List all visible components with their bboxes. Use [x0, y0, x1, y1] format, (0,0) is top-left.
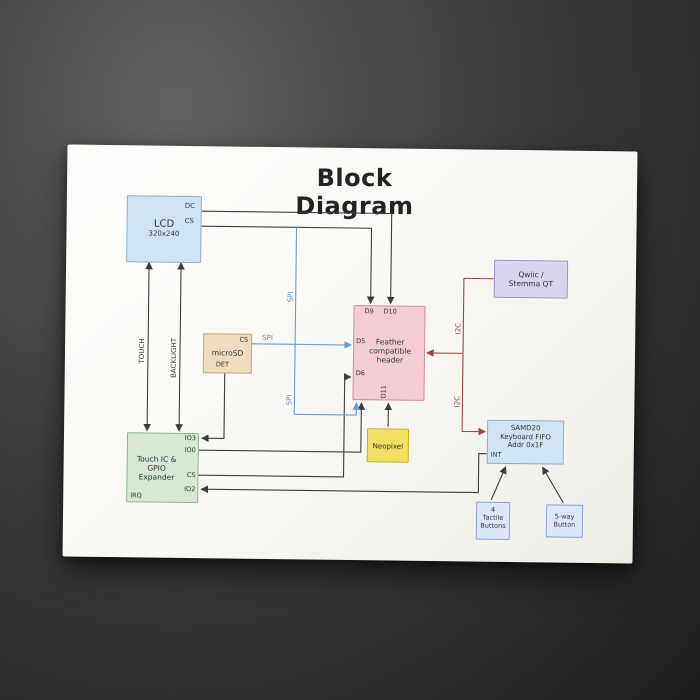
wire-lcd-cs-to-d9	[201, 225, 375, 305]
wire-label-backlight: BACKLIGHT	[169, 337, 179, 378]
wire-label-dc: DC	[184, 201, 196, 211]
wire-backlight-signal	[175, 261, 185, 432]
touch-label-line1: Touch IC &	[136, 454, 177, 464]
pin-d6: D6	[355, 369, 365, 378]
paper-sheet: Block Diagram	[62, 144, 638, 564]
tactile-label-line3: Buttons	[480, 521, 506, 530]
touch-gpio-box: IO3 IO0 CS IO2 IRQ Touch IC & GPIO Expan…	[126, 432, 200, 504]
wire-tactile-to-samd20	[490, 466, 507, 500]
pin-int: INT	[490, 450, 502, 459]
qwiic-stemma-box: Qwiic / Stemma QT	[493, 259, 569, 299]
neopixel-box: Neopixel	[366, 428, 410, 463]
pin-irq: IRQ	[130, 491, 142, 500]
pin-touch-cs: CS	[186, 471, 196, 480]
pin-io0: IO0	[184, 445, 196, 455]
fiveway-label-line2: Button	[553, 520, 576, 529]
neopixel-label: Neopixel	[372, 442, 404, 451]
wire-label-spi-sd: SPI	[262, 333, 273, 343]
wire-i2c-to-samd20	[461, 353, 487, 436]
samd20-keyboard-box: SAMD20 Keyboard FIFO Addr 0x1F INT	[486, 419, 565, 465]
wire-fiveway-to-samd20	[542, 466, 564, 503]
wire-lcd-dc-to-d10	[201, 210, 395, 305]
feather-label-line3: header	[376, 355, 404, 365]
lcd-resolution: 320x240	[148, 229, 180, 238]
pin-d11: D11	[379, 385, 388, 399]
five-way-button-box: 5-way Button	[545, 504, 584, 538]
wire-touch-signal	[143, 261, 153, 432]
samd20-label-line3: Addr 0x1F	[507, 440, 544, 450]
pin-d5: D5	[356, 337, 366, 346]
wire-label-spi-bus-lower: SPI	[285, 394, 294, 406]
pin-io3: IO3	[184, 433, 197, 443]
feather-header-box: D9 D10 D5 D6 D11 Feather compatible head…	[352, 305, 426, 401]
wires-layer	[143, 210, 564, 503]
wire-touch-cs-to-d6	[198, 373, 352, 478]
microsd-box: CS microSD DET	[202, 333, 253, 374]
wire-label-i2c-upper: I2C	[454, 322, 463, 335]
wire-i2c-to-feather	[426, 277, 494, 357]
wire-io0-to-feather	[198, 402, 366, 453]
pin-io2: IO2	[184, 484, 196, 494]
feather-label-line2: compatible	[369, 346, 412, 356]
wire-label-i2c-lower: I2C	[453, 395, 462, 408]
wire-label-cs: CS	[184, 216, 195, 226]
wire-samd20-int-to-io2	[200, 453, 487, 494]
wire-label-touch: TOUCH	[137, 338, 147, 364]
qwiic-label-line2: Stemma QT	[508, 278, 554, 289]
wire-sd-det-to-io3	[200, 373, 226, 443]
pin-d9: D9	[364, 307, 374, 316]
pin-sd-det: DET	[215, 360, 230, 369]
tactile-buttons-box: 4 Tactile Buttons	[475, 501, 511, 540]
wire-spi-bus	[293, 227, 361, 416]
pin-sd-cs: CS	[239, 335, 249, 344]
microsd-label: microSD	[211, 348, 244, 358]
pin-d10: D10	[383, 307, 397, 316]
wire-label-spi-bus-upper: SPI	[286, 291, 295, 303]
touch-label-line3: Expander	[138, 472, 175, 482]
wire-sd-cs-spi-to-d5	[252, 341, 353, 349]
